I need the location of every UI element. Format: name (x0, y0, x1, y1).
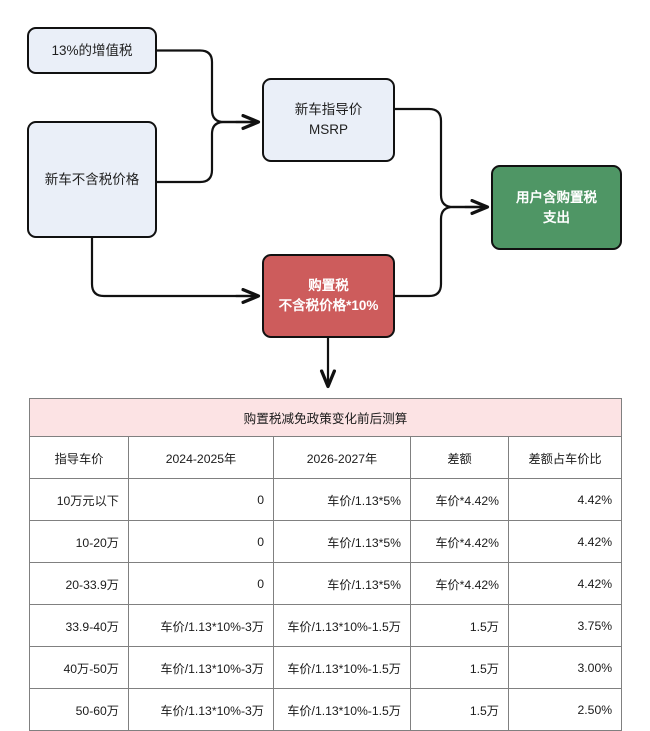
table-title: 购置税减免政策变化前后测算 (28, 398, 623, 437)
cell-guide-price: 50-60万 (29, 688, 129, 731)
column-header-2026-2027: 2026-2027年 (273, 436, 411, 479)
cell-2026-2027: 车价/1.13*5% (273, 562, 411, 605)
cell-2024-2025: 0 (128, 562, 274, 605)
node-msrp-line-1: 新车指导价 (294, 102, 363, 118)
node-purchase-tax-line-2: 不含税价格*10% (278, 298, 379, 313)
cell-difference-ratio: 2.50% (507, 688, 623, 731)
column-header-guide-price: 指导车价 (29, 436, 129, 479)
cell-2026-2027: 车价/1.13*5% (273, 520, 411, 563)
flowchart-nodes: 13%的增值税 新车不含税价格 新车指导价 MSRP 购置税 不含税价格*10%… (27, 27, 622, 338)
cell-difference: 车价*4.42% (410, 562, 509, 605)
cell-difference: 车价*4.42% (410, 478, 509, 521)
cell-2024-2025: 车价/1.13*10%-3万 (128, 604, 274, 647)
cell-difference-ratio: 3.00% (507, 646, 623, 689)
cell-2024-2025: 车价/1.13*10%-3万 (128, 688, 274, 731)
node-vat[interactable]: 13%的增值税 (27, 27, 157, 74)
node-new-car-net-price[interactable]: 新车不含税价格 (27, 121, 157, 238)
table-row: 40万-50万 车价/1.13*10%-3万 车价/1.13*10%-1.5万 … (29, 646, 623, 689)
cell-2026-2027: 车价/1.13*5% (273, 478, 411, 521)
node-purchase-tax[interactable]: 购置税 不含税价格*10% (262, 254, 395, 338)
table-row: 10-20万 0 车价/1.13*5% 车价*4.42% 4.42% (29, 520, 623, 563)
cell-2026-2027: 车价/1.13*10%-1.5万 (273, 688, 411, 731)
table-header-row: 指导车价 2024-2025年 2026-2027年 差额 差额占车价比 (29, 436, 623, 479)
cell-guide-price: 10-20万 (29, 520, 129, 563)
cell-difference: 1.5万 (410, 604, 509, 647)
column-header-difference-ratio: 差额占车价比 (507, 436, 623, 479)
table-row: 33.9-40万 车价/1.13*10%-3万 车价/1.13*10%-1.5万… (29, 604, 623, 647)
cell-2024-2025: 0 (128, 520, 274, 563)
cell-difference: 1.5万 (410, 646, 509, 689)
cell-2026-2027: 车价/1.13*10%-1.5万 (273, 646, 411, 689)
table-row: 50-60万 车价/1.13*10%-3万 车价/1.13*10%-1.5万 1… (29, 688, 623, 731)
cell-2026-2027: 车价/1.13*10%-1.5万 (273, 604, 411, 647)
column-header-2024-2025: 2024-2025年 (128, 436, 274, 479)
cell-guide-price: 33.9-40万 (29, 604, 129, 647)
cell-difference-ratio: 4.42% (507, 520, 623, 563)
node-user-spend-with-purchase-tax[interactable]: 用户含购置税 支出 (491, 165, 622, 250)
node-msrp-line-2: MSRP (308, 122, 348, 137)
table-title-row: 购置税减免政策变化前后测算 (28, 398, 623, 437)
cell-difference-ratio: 4.42% (507, 562, 623, 605)
cell-difference: 车价*4.42% (410, 520, 509, 563)
cell-difference-ratio: 3.75% (507, 604, 623, 647)
column-header-difference: 差额 (410, 436, 509, 479)
node-msrp[interactable]: 新车指导价 MSRP (262, 78, 395, 162)
purchase-tax-table-wrapper: 购置税减免政策变化前后测算 指导车价 2024-2025年 2026-2027年… (28, 398, 623, 731)
cell-2024-2025: 车价/1.13*10%-3万 (128, 646, 274, 689)
cell-difference-ratio: 4.42% (507, 478, 623, 521)
table-row: 20-33.9万 0 车价/1.13*5% 车价*4.42% 4.42% (29, 562, 623, 605)
node-purchase-tax-line-1: 购置税 (308, 278, 349, 294)
table-row: 10万元以下 0 车价/1.13*5% 车价*4.42% 4.42% (29, 478, 623, 521)
node-msrp-label: 新车指导价 MSRP (264, 100, 393, 139)
node-user-spend-line-1: 用户含购置税 (516, 189, 597, 205)
cell-difference: 1.5万 (410, 688, 509, 731)
cell-guide-price: 40万-50万 (29, 646, 129, 689)
cell-guide-price: 10万元以下 (29, 478, 129, 521)
node-user-spend-label: 用户含购置税 支出 (493, 188, 620, 227)
node-purchase-tax-label: 购置税 不含税价格*10% (264, 276, 393, 315)
purchase-tax-table: 购置税减免政策变化前后测算 指导车价 2024-2025年 2026-2027年… (28, 398, 623, 731)
cell-2024-2025: 0 (128, 478, 274, 521)
node-new-car-net-price-label: 新车不含税价格 (44, 171, 140, 187)
node-vat-label: 13%的增值税 (51, 42, 133, 58)
cell-guide-price: 20-33.9万 (29, 562, 129, 605)
node-user-spend-line-2: 支出 (543, 209, 570, 225)
